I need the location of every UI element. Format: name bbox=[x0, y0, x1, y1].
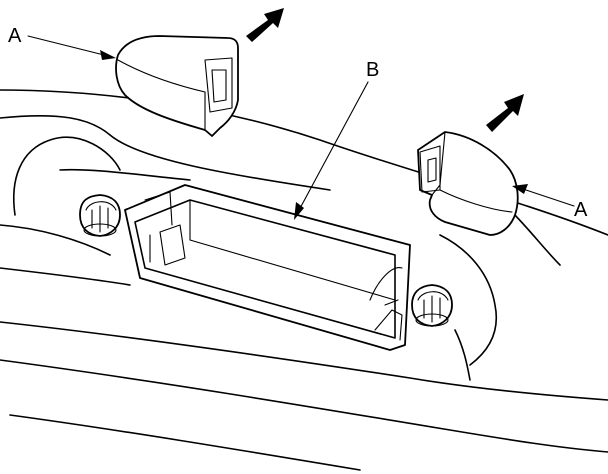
right-screw bbox=[411, 284, 453, 327]
left-cap bbox=[115, 35, 239, 137]
arrow-up-right-icon bbox=[246, 8, 284, 42]
arrow-up-right-icon bbox=[486, 94, 524, 132]
right-cap bbox=[417, 131, 519, 236]
left-screw bbox=[79, 194, 121, 237]
license-light-housing bbox=[124, 184, 411, 351]
label-a-left: A bbox=[8, 25, 22, 47]
label-a-right: A bbox=[574, 199, 588, 221]
label-b: B bbox=[366, 59, 379, 81]
leader-lines bbox=[27, 35, 575, 220]
